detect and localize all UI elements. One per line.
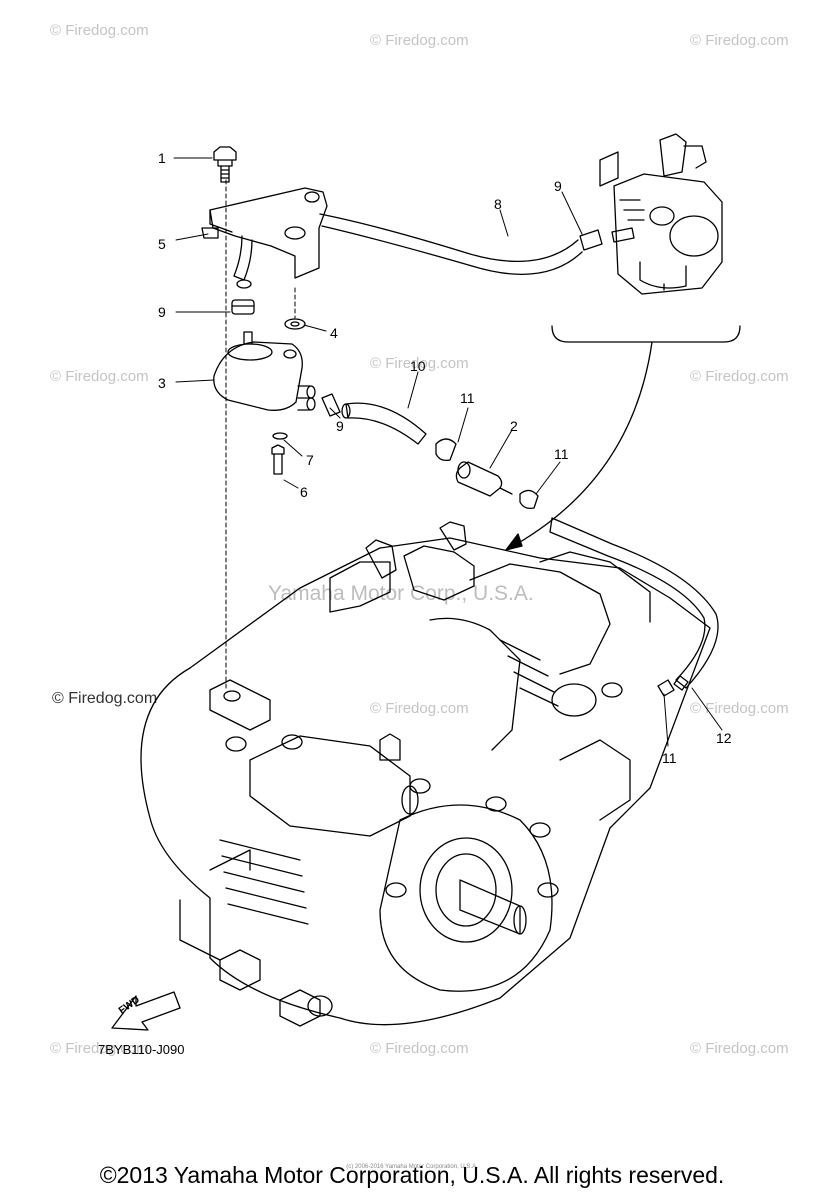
part-10-hose — [341, 402, 427, 445]
part-7-washer — [272, 432, 288, 440]
part-9-clamp — [579, 229, 603, 251]
watermark-text: © Firedog.com — [50, 1040, 149, 1057]
part-11-clamp — [519, 489, 539, 510]
part-12-hose — [549, 517, 719, 691]
callout-label: 6 — [300, 484, 308, 500]
diagram-code: 7BYB110-J090 — [98, 1042, 185, 1057]
part-5-bracket — [201, 187, 328, 289]
callout-label: 12 — [716, 730, 732, 746]
callout-label: 5 — [158, 236, 166, 252]
callout-label: 8 — [494, 196, 502, 212]
part-9-clamp — [321, 393, 341, 417]
watermark-text: © Firedog.com — [690, 1040, 789, 1057]
fineprint: (c) 2006-2016 Yamaha Motor Corporation, … — [346, 1164, 478, 1170]
part-6-bolt — [271, 444, 285, 475]
callout-label: 3 — [158, 375, 166, 391]
callout-label: 9 — [158, 304, 166, 320]
watermark-text: © Firedog.com — [370, 355, 469, 372]
watermark-text: © Firedog.com — [50, 22, 149, 39]
watermark-text: © Firedog.com — [370, 32, 469, 49]
watermark-text: © Firedog.com — [690, 700, 789, 717]
watermark-text: © Firedog.com — [50, 368, 149, 385]
callout-label: 11 — [554, 446, 569, 462]
detail-bracket-arrow — [505, 325, 741, 551]
callout-label: 9 — [336, 418, 344, 434]
copyright-footer: ©2013 Yamaha Motor Corporation, U.S.A. A… — [99, 1162, 725, 1188]
callout-label: 7 — [306, 452, 314, 468]
part-2-fuel-filter — [455, 461, 513, 497]
watermark-text: © Firedog.com — [52, 690, 158, 707]
carburetor — [599, 133, 723, 295]
leader-lines — [173, 157, 723, 747]
part-9-clamp — [231, 299, 255, 315]
callout-label: 11 — [662, 750, 677, 766]
part-8-hose — [319, 213, 583, 275]
part-11-clamp — [435, 438, 457, 462]
part-4-washer — [284, 318, 306, 330]
center-watermark: Yamaha Motor Corp., U.S.A. — [268, 582, 534, 605]
engine-block — [140, 521, 711, 1027]
callout-label: 10 — [410, 358, 426, 374]
part-1-bolt — [213, 146, 237, 183]
watermark-text: © Firedog.com — [370, 1040, 469, 1057]
callout-label: 11 — [460, 390, 475, 406]
watermark-text: © Firedog.com — [690, 368, 789, 385]
callout-label: 9 — [554, 178, 562, 194]
watermark-text: © Firedog.com — [690, 32, 789, 49]
callout-label: 1 — [158, 150, 166, 166]
part-11-clamp — [657, 679, 675, 697]
callout-label: 4 — [330, 325, 338, 341]
callout-label: 2 — [510, 418, 518, 434]
fwd-arrow-icon — [111, 991, 181, 1031]
watermark-text: © Firedog.com — [370, 700, 469, 717]
part-3-fuel-pump — [213, 331, 316, 411]
